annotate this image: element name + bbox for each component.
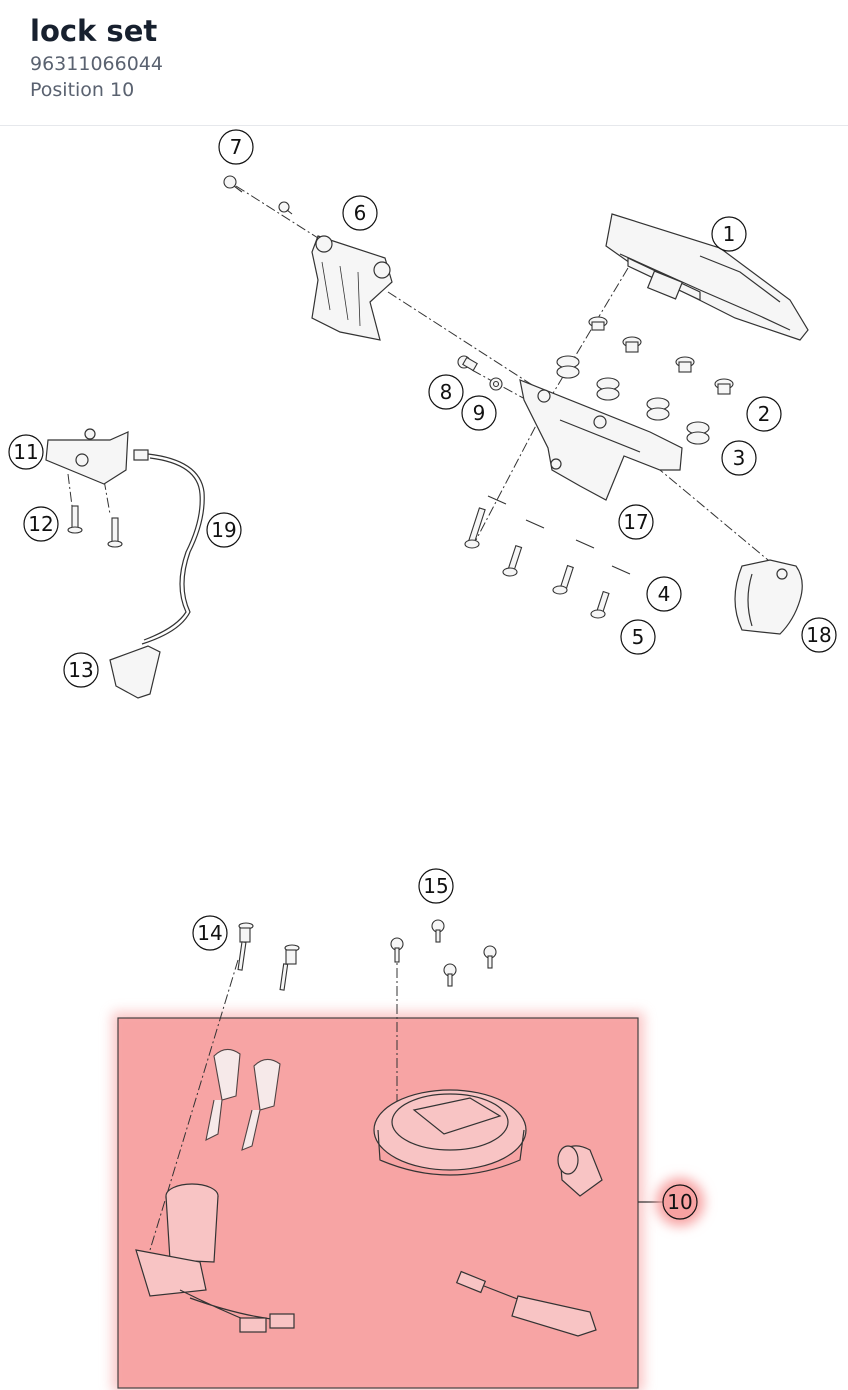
page-header: lock set 96311066044 Position 10 [0,0,848,126]
callout-7[interactable]: 7 [218,129,254,165]
svg-text:13: 13 [68,658,93,682]
part-bolts-12[interactable] [67,505,123,548]
svg-text:19: 19 [211,518,236,542]
svg-text:14: 14 [197,921,222,945]
part-grommets[interactable] [556,316,734,445]
svg-text:4: 4 [658,582,671,606]
callout-13[interactable]: 13 [63,652,99,688]
part-screws-15[interactable] [390,919,497,987]
callout-3[interactable]: 3 [721,440,757,476]
part-fuel-cap[interactable] [373,1089,527,1176]
part-number: 96311066044 [30,53,163,75]
svg-text:12: 12 [28,512,53,536]
part-screws-7[interactable] [223,175,293,215]
svg-text:2: 2 [758,402,771,426]
svg-text:3: 3 [733,446,746,470]
callout-10[interactable]: 10 [662,1184,698,1220]
svg-text:10: 10 [667,1190,692,1214]
part-bracket-13[interactable] [109,645,161,699]
part-pins-bolts[interactable] [464,495,631,619]
callout-6[interactable]: 6 [342,195,378,231]
svg-text:6: 6 [354,201,367,225]
callout-9[interactable]: 9 [461,395,497,431]
svg-text:11: 11 [13,440,38,464]
part-mounting-bracket[interactable] [519,379,683,501]
position-label: Position 10 [30,79,135,101]
callout-18[interactable]: 18 [801,617,837,653]
svg-text:7: 7 [230,135,243,159]
part-bolts-14[interactable] [237,922,300,991]
callout-4[interactable]: 4 [646,576,682,612]
part-lock-bracket[interactable] [45,428,129,485]
exploded-parts-diagram: 1 2 3 4 5 6 7 8 9 10 11 12 13 14 15 17 1… [8,129,837,1390]
callout-14[interactable]: 14 [192,915,228,951]
callout-19[interactable]: 19 [206,512,242,548]
callout-12[interactable]: 12 [23,506,59,542]
svg-text:1: 1 [723,222,736,246]
svg-text:8: 8 [440,380,453,404]
callout-15[interactable]: 15 [418,868,454,904]
callout-17[interactable]: 17 [618,504,654,540]
part-instrument-cluster[interactable] [605,213,809,341]
svg-text:9: 9 [473,401,486,425]
part-seat-lock[interactable] [557,1145,603,1197]
callout-1[interactable]: 1 [711,216,747,252]
part-transponder[interactable] [455,1270,597,1337]
callout-2[interactable]: 2 [746,396,782,432]
part-screw-washer-8-9[interactable] [457,355,503,391]
svg-text:5: 5 [632,625,645,649]
part-cover[interactable] [311,235,393,341]
callout-11[interactable]: 11 [8,434,44,470]
part-keys[interactable] [205,1048,281,1151]
part-cable[interactable] [133,449,205,645]
page-title: lock set [30,14,158,48]
svg-text:15: 15 [423,874,448,898]
svg-text:18: 18 [806,623,831,647]
part-ignition-lock[interactable] [135,1183,295,1333]
callout-8[interactable]: 8 [428,374,464,410]
svg-text:17: 17 [623,510,648,534]
part-clamp[interactable] [734,559,803,635]
callout-5[interactable]: 5 [620,619,656,655]
